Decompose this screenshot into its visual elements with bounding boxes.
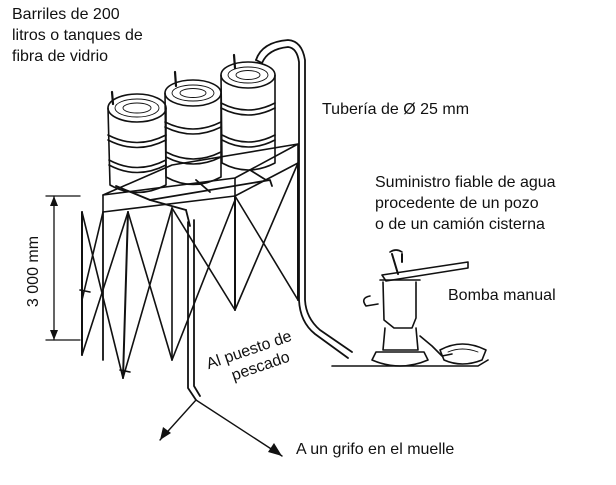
height-dimension bbox=[45, 195, 81, 341]
barrels-label-line-3: fibra de vidrio bbox=[12, 48, 109, 65]
hand-pump bbox=[331, 249, 489, 367]
barrels-label-line-2: litros o tanques de bbox=[12, 27, 143, 44]
supply-pipe bbox=[255, 39, 353, 359]
dimension-arrow-bottom bbox=[50, 330, 58, 340]
barrels-label: Barriles de 200 litros o tanques de fibr… bbox=[12, 4, 143, 67]
height-label: 3 000 mm bbox=[25, 235, 43, 308]
barrel-middle bbox=[164, 70, 222, 186]
supply-label-line-3: o de un camión cisterna bbox=[375, 216, 545, 233]
barrel-right bbox=[220, 53, 276, 171]
supply-label-line-1: Suministro fiable de agua bbox=[375, 174, 556, 191]
manifold-pipe bbox=[115, 169, 273, 227]
tower-stand bbox=[79, 143, 299, 379]
arrow-to-tap bbox=[268, 443, 282, 456]
supply-label-line-2: procedente de un pozo bbox=[375, 195, 539, 212]
tap-label: A un grifo en el muelle bbox=[296, 441, 455, 458]
pipe-label: Tubería de Ø 25 mm bbox=[322, 101, 470, 118]
barrel-left bbox=[107, 90, 167, 194]
barrels-label-line-1: Barriles de 200 bbox=[12, 6, 120, 23]
arrow-to-fish-stall bbox=[160, 427, 171, 440]
pump-label: Bomba manual bbox=[448, 287, 556, 304]
dimension-arrow-top bbox=[50, 196, 58, 206]
supply-label: Suministro fiable de agua procedente de … bbox=[375, 172, 556, 235]
